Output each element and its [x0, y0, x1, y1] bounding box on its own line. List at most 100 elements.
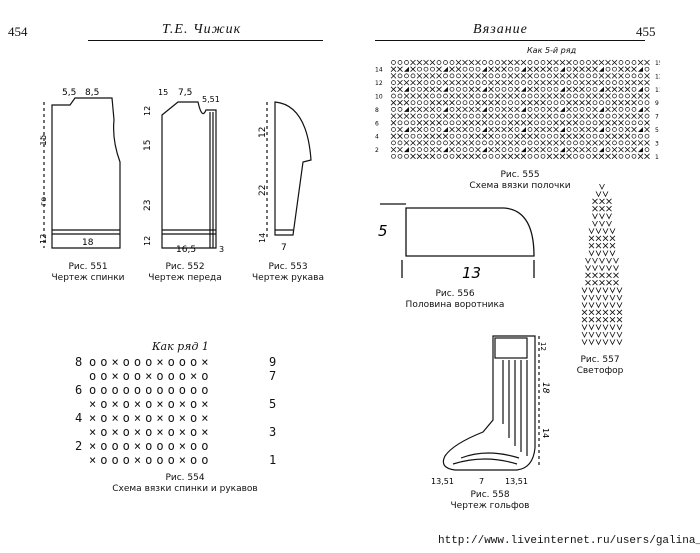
fig557-stitch: [602, 228, 609, 235]
fig557-stitch: [599, 183, 605, 190]
fig555-cell: [442, 133, 449, 139]
fig555-cell: [462, 59, 468, 66]
fig555-cell: [488, 93, 494, 99]
fig555-cell: [566, 99, 572, 106]
fig552-front-drawing: 15 7,5 5,51 12 15 23 12 16,5 3: [143, 88, 224, 255]
fig555-cell: [482, 153, 487, 159]
fig555-cell: [494, 113, 501, 119]
fig557-stitch: [595, 294, 602, 301]
fig555-cell: [533, 79, 540, 86]
fig555-cell: [534, 73, 539, 79]
fig555-cell: [540, 146, 546, 153]
fig555-cell: [625, 93, 630, 99]
fig557-stitch: [595, 302, 602, 309]
fig555-cell: [612, 127, 617, 132]
fig555-cell: [566, 120, 572, 126]
fig555-cell: [449, 93, 455, 99]
fig555-cell: [605, 93, 611, 99]
fig555-cell: [618, 120, 624, 126]
fig555-cell: [501, 147, 507, 152]
fig555-cell: [644, 126, 650, 133]
fig555-cell: [527, 146, 533, 153]
fig557-stitch: [609, 324, 616, 331]
fig555-cell: [436, 133, 442, 139]
fig555-cell: [436, 153, 442, 159]
fig555-cell: [527, 73, 533, 79]
fig555-cell: [592, 120, 598, 126]
fig555-cell: [540, 60, 546, 65]
fig555-cell: [429, 106, 436, 113]
fig555-cell: [631, 126, 637, 133]
fig555-cell: [521, 140, 526, 146]
fig557-stitch: [609, 309, 616, 316]
fig555-cell: [624, 133, 631, 139]
fig555-cell: [573, 60, 578, 65]
fig555-cell: [403, 113, 410, 119]
footer-url-link[interactable]: http://www.liveinternet.ru/users/galina_…: [438, 535, 700, 547]
fig555-cell: [586, 60, 591, 65]
fig555-cell: [429, 99, 436, 106]
fig557-stitch: [592, 213, 598, 220]
fig555-cell: [429, 73, 436, 79]
fig555-cell: [618, 99, 624, 106]
fig555-cell: [611, 106, 618, 113]
fig555-cell: [560, 106, 565, 112]
fig555-cell: [455, 66, 462, 72]
fig557-stitch: [599, 272, 605, 279]
fig555-cell: [540, 133, 546, 139]
fig555-cell: [586, 73, 591, 79]
fig557-stitch: [585, 272, 591, 279]
fig555-cell: [443, 153, 448, 159]
fig555-cell: [481, 120, 488, 126]
fig555-cell: [495, 153, 500, 159]
fig552-dim-top-c: 5,51: [202, 95, 220, 104]
fig555-cell: [462, 73, 468, 79]
fig554-row-cells: ×ooo×ooo×oo: [89, 453, 213, 467]
fig555-cell: [475, 127, 481, 132]
fig555-row-label-right: 7: [655, 114, 659, 121]
fig555-cell: [631, 60, 637, 65]
fig555-cell: [521, 147, 526, 153]
fig554-caption-title: Схема вязки спинки и рукавов: [112, 484, 258, 494]
fig555-cell: [456, 120, 461, 126]
fig555-cell: [605, 113, 611, 119]
fig555-cell: [592, 66, 598, 72]
fig555-cell: [397, 113, 403, 119]
fig555-cell: [390, 86, 397, 93]
fig557-stitch: [609, 228, 616, 235]
fig555-cell: [631, 146, 637, 153]
fig555-cell: [534, 120, 539, 126]
fig552-dim-top-b: 7,5: [178, 88, 192, 98]
fig555-cell: [468, 133, 475, 139]
fig555-cell: [579, 126, 585, 133]
fig555-cell: [494, 126, 501, 133]
fig555-cell: [553, 93, 559, 99]
fig555-cell: [631, 140, 637, 146]
fig557-stitch: [588, 316, 595, 323]
fig552-dim-shoulder: 12: [143, 106, 152, 116]
fig555-cell: [612, 80, 617, 85]
fig555-cell: [527, 113, 533, 119]
fig557-stitch: [613, 265, 619, 272]
fig555-cell: [417, 66, 422, 72]
fig555-cell: [624, 66, 631, 72]
fig555-cell: [553, 66, 559, 72]
fig555-cell: [638, 100, 643, 106]
fig555-cell: [455, 93, 462, 99]
fig555-cell: [546, 126, 553, 133]
fig555-cell: [611, 146, 618, 153]
fig557-stitch: [592, 198, 598, 205]
fig551-caption-title: Чертеж спинки: [51, 273, 125, 283]
fig555-cell: [599, 133, 604, 139]
fig555-cell: [462, 147, 468, 152]
fig555-cell: [482, 147, 487, 153]
fig553-caption-number: Рис. 553: [268, 262, 308, 272]
fig557-stitch: [616, 309, 623, 316]
fig557-stitch: [595, 235, 602, 242]
fig555-cell: [527, 60, 533, 65]
fig555-cell: [417, 113, 422, 119]
fig557-stitch: [602, 250, 609, 257]
fig555-cell: [430, 113, 435, 119]
fig555-cell: [456, 86, 461, 92]
